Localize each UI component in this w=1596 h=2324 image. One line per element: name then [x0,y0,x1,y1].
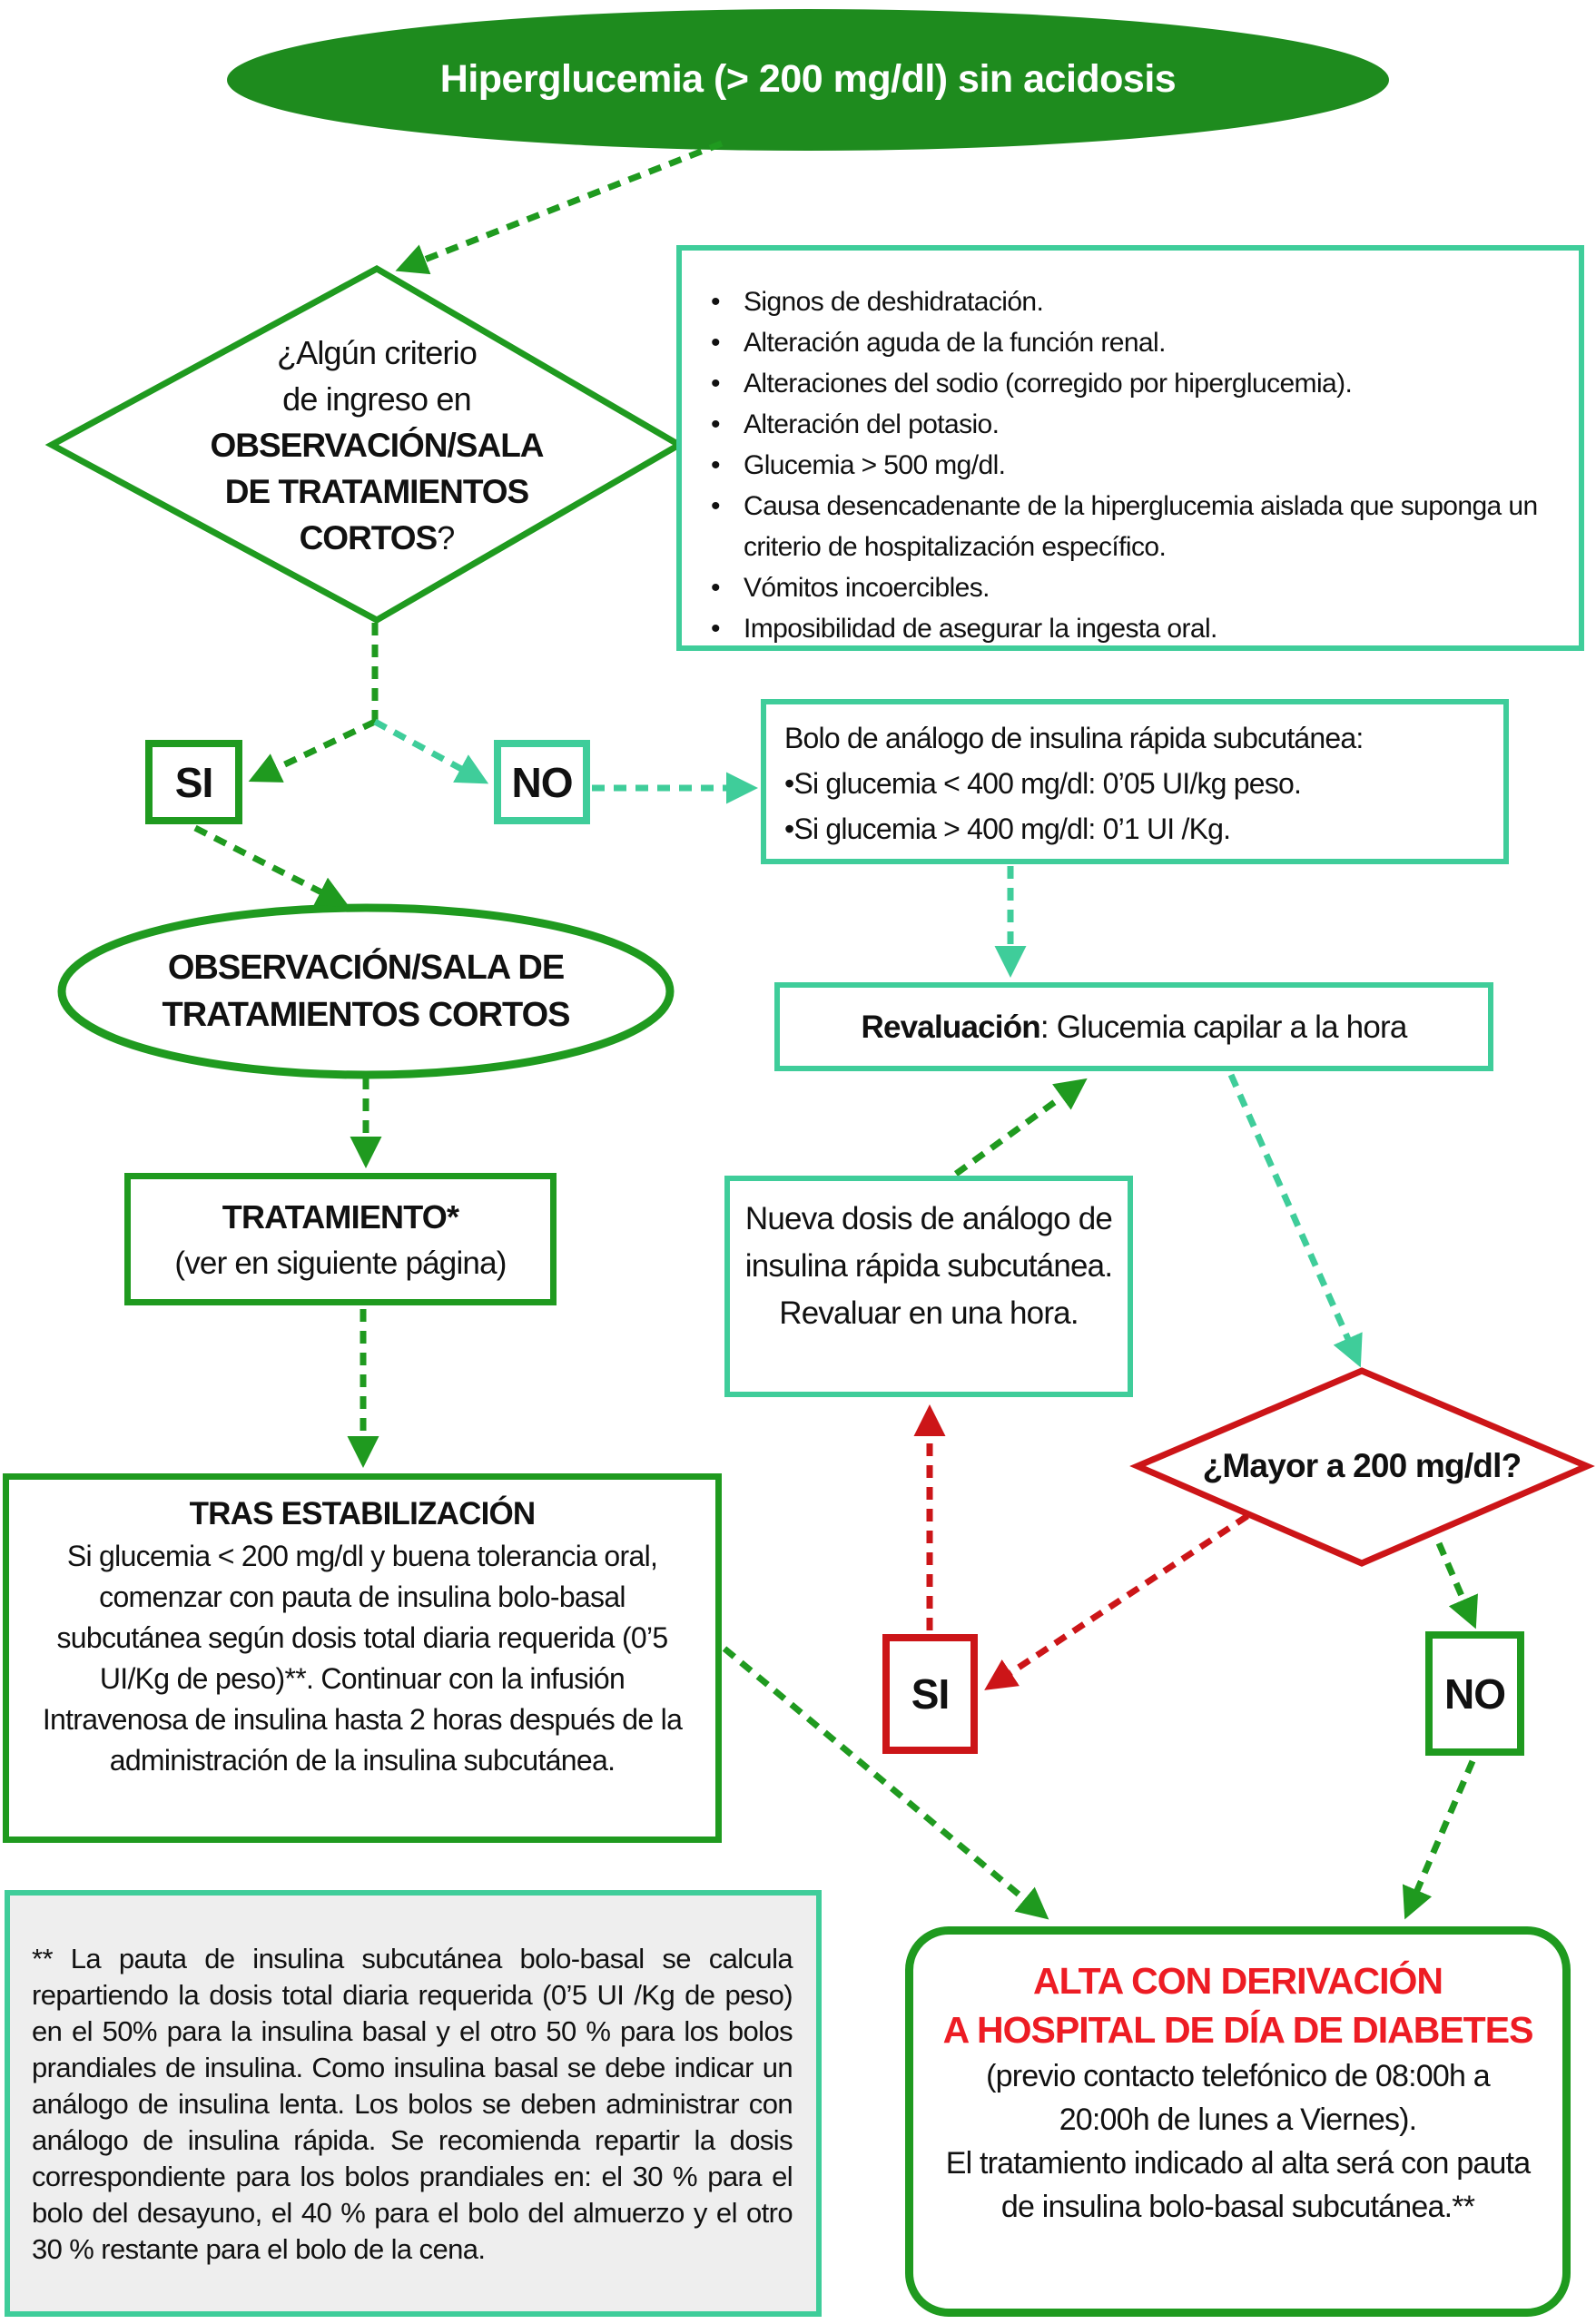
arrow-mayor-to-si [984,1513,1249,1690]
arrow-decision-to-si [248,718,377,783]
start-node-title: Hiperglucemia (> 200 mg/dl) sin acidosis [439,57,1177,101]
tratamiento-box: TRATAMIENTO* (ver en siguiente página) [124,1173,557,1305]
arrow-no-to-alta [1402,1759,1476,1920]
criteria-item: Signos de deshidratación. [698,281,1562,322]
criteria-item: Causa desencadenante de la hiperglucemia… [698,486,1562,567]
criteria-item: Alteración aguda de la función renal. [698,322,1562,363]
criteria-item: Alteración del potasio. [698,404,1562,445]
arrow-mayor-to-no [1435,1541,1478,1630]
criteria-list: Signos de deshidratación. Alteración agu… [698,281,1562,649]
arrow-decision-to-no [373,718,489,784]
criteria-item: Glucemia > 500 mg/dl. [698,445,1562,486]
nueva-dosis-box: Nueva dosis de análogo de insulina rápid… [724,1176,1133,1397]
revaluacion-bold: Revaluación [861,1009,1040,1045]
bolo-title: Bolo de análogo de insulina rápida subcu… [784,722,1364,754]
decision-mayor-diamond [1129,1367,1595,1567]
alta-title-line1: ALTA CON DERIVACIÓN [1033,1960,1443,2002]
footnote-text: ** La pauta de insulina subcutánea bolo-… [32,1943,793,2265]
decision-ingreso-diamond [44,264,685,625]
no-box-mayor: NO [1425,1631,1524,1756]
alta-title-line2: A HOSPITAL DE DÍA DE DIABETES [942,2009,1534,2051]
decision-mayor-text: ¿Mayor a 200 mg/dl? [1202,1447,1522,1484]
criteria-box: Signos de deshidratación. Alteración agu… [676,245,1584,651]
decision-ingreso-text: ¿Algún criterio de ingreso en OBSERVACIÓ… [86,330,667,561]
tratamiento-subtitle: (ver en siguiente página) [174,1246,507,1281]
decision-ingreso-line4: DE TRATAMIENTOS [224,473,529,510]
tras-box: TRAS ESTABILIZACIÓN Si glucemia < 200 mg… [3,1473,722,1843]
si-box-mayor: SI [882,1634,978,1754]
nueva-dosis-text: Nueva dosis de análogo de insulina rápid… [744,1201,1113,1331]
alta-body-line1: (previo contacto telefónico de 08:00h a … [986,2059,1491,2137]
tras-title: TRAS ESTABILIZACIÓN [189,1496,537,1531]
arrow-nueva-to-revaluacion [953,1078,1088,1177]
bolo-box: Bolo de análogo de insulina rápida subcu… [761,699,1509,864]
arrow-tras-to-alta [722,1646,1049,1920]
observacion-text: OBSERVACIÓN/SALA DE TRATAMIENTOS CORTOS [62,944,670,1039]
decision-ingreso-line1: ¿Algún criterio [276,334,478,371]
observacion-line2: TRATAMIENTOS CORTOS [162,996,571,1034]
revaluacion-box: Revaluación: Glucemia capilar a la hora [774,982,1493,1071]
alta-box: ALTA CON DERIVACIÓN A HOSPITAL DE DÍA DE… [905,1926,1571,2317]
decision-ingreso-line5-bold: CORTOS [299,519,438,556]
start-ellipse [227,9,1389,151]
criteria-item: Alteraciones del sodio (corregido por hi… [698,363,1562,404]
decision-ingreso-line3: OBSERVACIÓN/SALA [210,427,544,464]
criteria-item: Imposibilidad de asegurar la ingesta ora… [698,608,1562,649]
decision-ingreso-line5-suffix: ? [437,519,455,556]
bolo-item2: •Si glucemia > 400 mg/dl: 0’1 UI /Kg. [784,812,1231,845]
observacion-ellipse [57,903,675,1079]
observacion-line1: OBSERVACIÓN/SALA DE [167,949,565,987]
footnote-box: ** La pauta de insulina subcutánea bolo-… [5,1890,822,2317]
arrow-revaluacion-to-mayor [1227,1073,1363,1368]
tratamiento-title: TRATAMIENTO* [222,1198,459,1236]
alta-body-line2: El tratamiento indicado al alta será con… [945,2146,1531,2224]
decision-ingreso-line5: CORTOS? [86,515,667,561]
revaluacion-rest: : Glucemia capilar a la hora [1039,1009,1407,1045]
decision-ingreso-line2: de ingreso en [282,380,472,418]
si-box-ingreso: SI [145,740,242,824]
no-box-ingreso: NO [494,740,590,824]
tras-body: Si glucemia < 200 mg/dl y buena toleranc… [42,1540,683,1777]
arrow-start-to-decision [395,140,724,275]
arrow-si-to-observacion [193,824,350,907]
criteria-item: Vómitos incoercibles. [698,567,1562,608]
bolo-item1: •Si glucemia < 400 mg/dl: 0’05 UI/kg pes… [784,767,1302,800]
